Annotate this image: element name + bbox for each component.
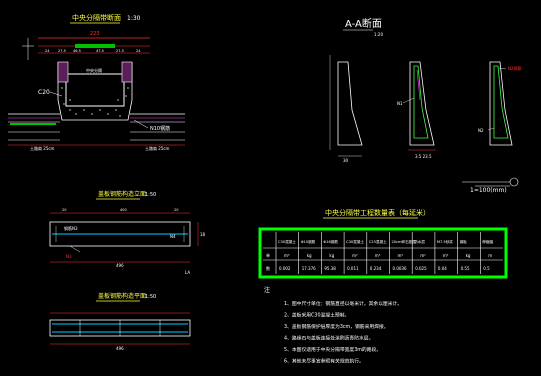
- aa-n2-label: N2: [478, 128, 484, 133]
- table-unit-cell: kg: [466, 253, 471, 258]
- plan1-height: 18: [200, 232, 206, 237]
- notes-heading: 注: [264, 286, 270, 294]
- table-value-cell: 0.55: [461, 266, 470, 271]
- note-line: 4、路缘石与盖板连接处涂刷沥青防水层。: [284, 335, 373, 342]
- table-value-cell: 17.376: [302, 266, 316, 271]
- n10-label: N10钢筋: [150, 125, 170, 132]
- notes-list: 1、图中尺寸单位：钢筋直径以毫米计，其余以厘米计。 2、盖板采用C30混凝土预制。…: [284, 300, 402, 365]
- table-header-cell: 伸缩缝: [482, 239, 493, 244]
- scale-bar: 1=100(mm): [462, 177, 519, 194]
- table-unit-cell: m³: [352, 253, 358, 258]
- aa-section: A-A断面 1:20 30 N1 3.5 23.5 N2钢筋 N2: [329, 17, 522, 163]
- main-section-title: 中央分隔带断面: [72, 13, 121, 22]
- table-value-cell: 0.025: [415, 266, 427, 271]
- table-row-label: 数: [266, 265, 270, 271]
- svg-text:496: 496: [116, 346, 124, 351]
- svg-text:24: 24: [136, 49, 141, 53]
- note-line: 2、盖板采用C30混凝土预制。: [284, 312, 349, 319]
- svg-text:土路肩 25cm: 土路肩 25cm: [30, 145, 55, 151]
- table-value-cell: 0.5: [483, 266, 490, 271]
- notes-block: 注 1、图中尺寸单位：钢筋直径以毫米计，其余以厘米计。 2、盖板采用C30混凝土预…: [264, 286, 402, 365]
- svg-text:400: 400: [120, 208, 127, 212]
- table-header-cell: 钢板: [460, 239, 468, 244]
- top-width-dimension: 223: [90, 31, 100, 37]
- table-unit-cell: kg: [307, 253, 312, 258]
- table-header-cell: C25混凝土: [369, 239, 387, 244]
- plan1-scale: 1:50: [145, 192, 156, 198]
- table-unit-cell: kg: [329, 253, 334, 258]
- svg-text:20: 20: [62, 208, 66, 212]
- table-title: 中央分隔带工程数量表（每延米）: [325, 208, 430, 217]
- plan2-title: 盖板钢筋构造平面: [98, 292, 146, 300]
- plan1-n4-label: N4: [170, 234, 176, 239]
- table-unit-cell: m³: [375, 253, 381, 258]
- table-header-cell: Φ10钢筋: [301, 239, 316, 244]
- svg-text:N2钢筋: N2钢筋: [508, 65, 522, 71]
- svg-text:20: 20: [174, 208, 178, 212]
- svg-text:3.5 23.5: 3.5 23.5: [415, 154, 432, 159]
- table-unit-cell: m²: [420, 253, 426, 258]
- table-columns: C30混凝土 m³ 0.002 Φ10钢筋 kg 17.376 Φ16钢筋 kg 95.38 C3…: [266, 232, 493, 274]
- note-line: 1、图中尺寸单位：钢筋直径以毫米计，其余以厘米计。: [284, 300, 402, 307]
- plan1-la: LA: [185, 270, 190, 275]
- aa-n1-label: N1: [397, 101, 403, 106]
- aa-title: A-A断面: [345, 17, 382, 30]
- c20-label: C20: [38, 89, 50, 96]
- table-value-cell: 0.011: [347, 266, 359, 271]
- table-unit-cell: m³: [443, 253, 449, 258]
- plan-top-view: 盖板钢筋构造平面 1:50 496: [49, 292, 191, 351]
- table-header-cell: 防水层: [414, 239, 425, 244]
- aa-scale: 1:20: [374, 32, 383, 37]
- scale-bar-label: 1=100(mm): [470, 187, 507, 194]
- table-header-cell: 20cm碎石垫层: [392, 239, 417, 244]
- table-row-label: 单: [266, 252, 270, 258]
- note-line: 6、其他未尽事宜参照有关规范执行。: [284, 358, 364, 365]
- quantity-table: 中央分隔带工程数量表（每延米） C30混凝土 m³ 0.002 Φ10钢筋 kg 17.3…: [258, 208, 508, 279]
- svg-text:27.5: 27.5: [116, 49, 124, 53]
- note-line: 3、盖板钢筋保护层厚度为3cm，钢筋采用焊接。: [284, 323, 389, 330]
- plan1-title: 盖板钢筋构造立面: [98, 190, 146, 198]
- table-value-cell: 0.0036: [393, 266, 407, 271]
- table-value-cell: 0.04: [438, 266, 447, 271]
- svg-text:30: 30: [343, 158, 349, 163]
- plan1-n3-label: N3: [66, 254, 72, 259]
- svg-text:钢筋N3: 钢筋N3: [64, 225, 78, 231]
- svg-text:土路肩 25cm: 土路肩 25cm: [145, 145, 170, 151]
- main-section-scale: 1:30: [127, 15, 141, 22]
- table-header-cell: M7.5砂浆: [437, 239, 453, 244]
- note-line: 5、本图仅适用于中央分隔带宽度3m的路段。: [284, 346, 381, 353]
- table-value-cell: 0.002: [279, 266, 291, 271]
- table-header-cell: C30混凝土: [346, 239, 364, 244]
- table-value-cell: 95.38: [324, 266, 336, 271]
- plan1-length: 496: [116, 263, 124, 268]
- svg-text:27.5: 27.5: [58, 49, 66, 53]
- plan2-scale: 1:50: [145, 294, 156, 300]
- table-header-cell: C30混凝土: [278, 239, 296, 244]
- table-unit-cell: m: [488, 253, 492, 258]
- svg-text:24: 24: [45, 49, 50, 53]
- table-value-cell: 0.234: [370, 266, 382, 271]
- table-header-cell: Φ16钢筋: [323, 239, 338, 244]
- table-unit-cell: m³: [398, 253, 404, 258]
- svg-text:中央分隔: 中央分隔: [86, 67, 102, 73]
- svg-text:47.5: 47.5: [96, 49, 104, 53]
- svg-text:46.5: 46.5: [73, 49, 81, 53]
- table-unit-cell: m³: [284, 253, 290, 258]
